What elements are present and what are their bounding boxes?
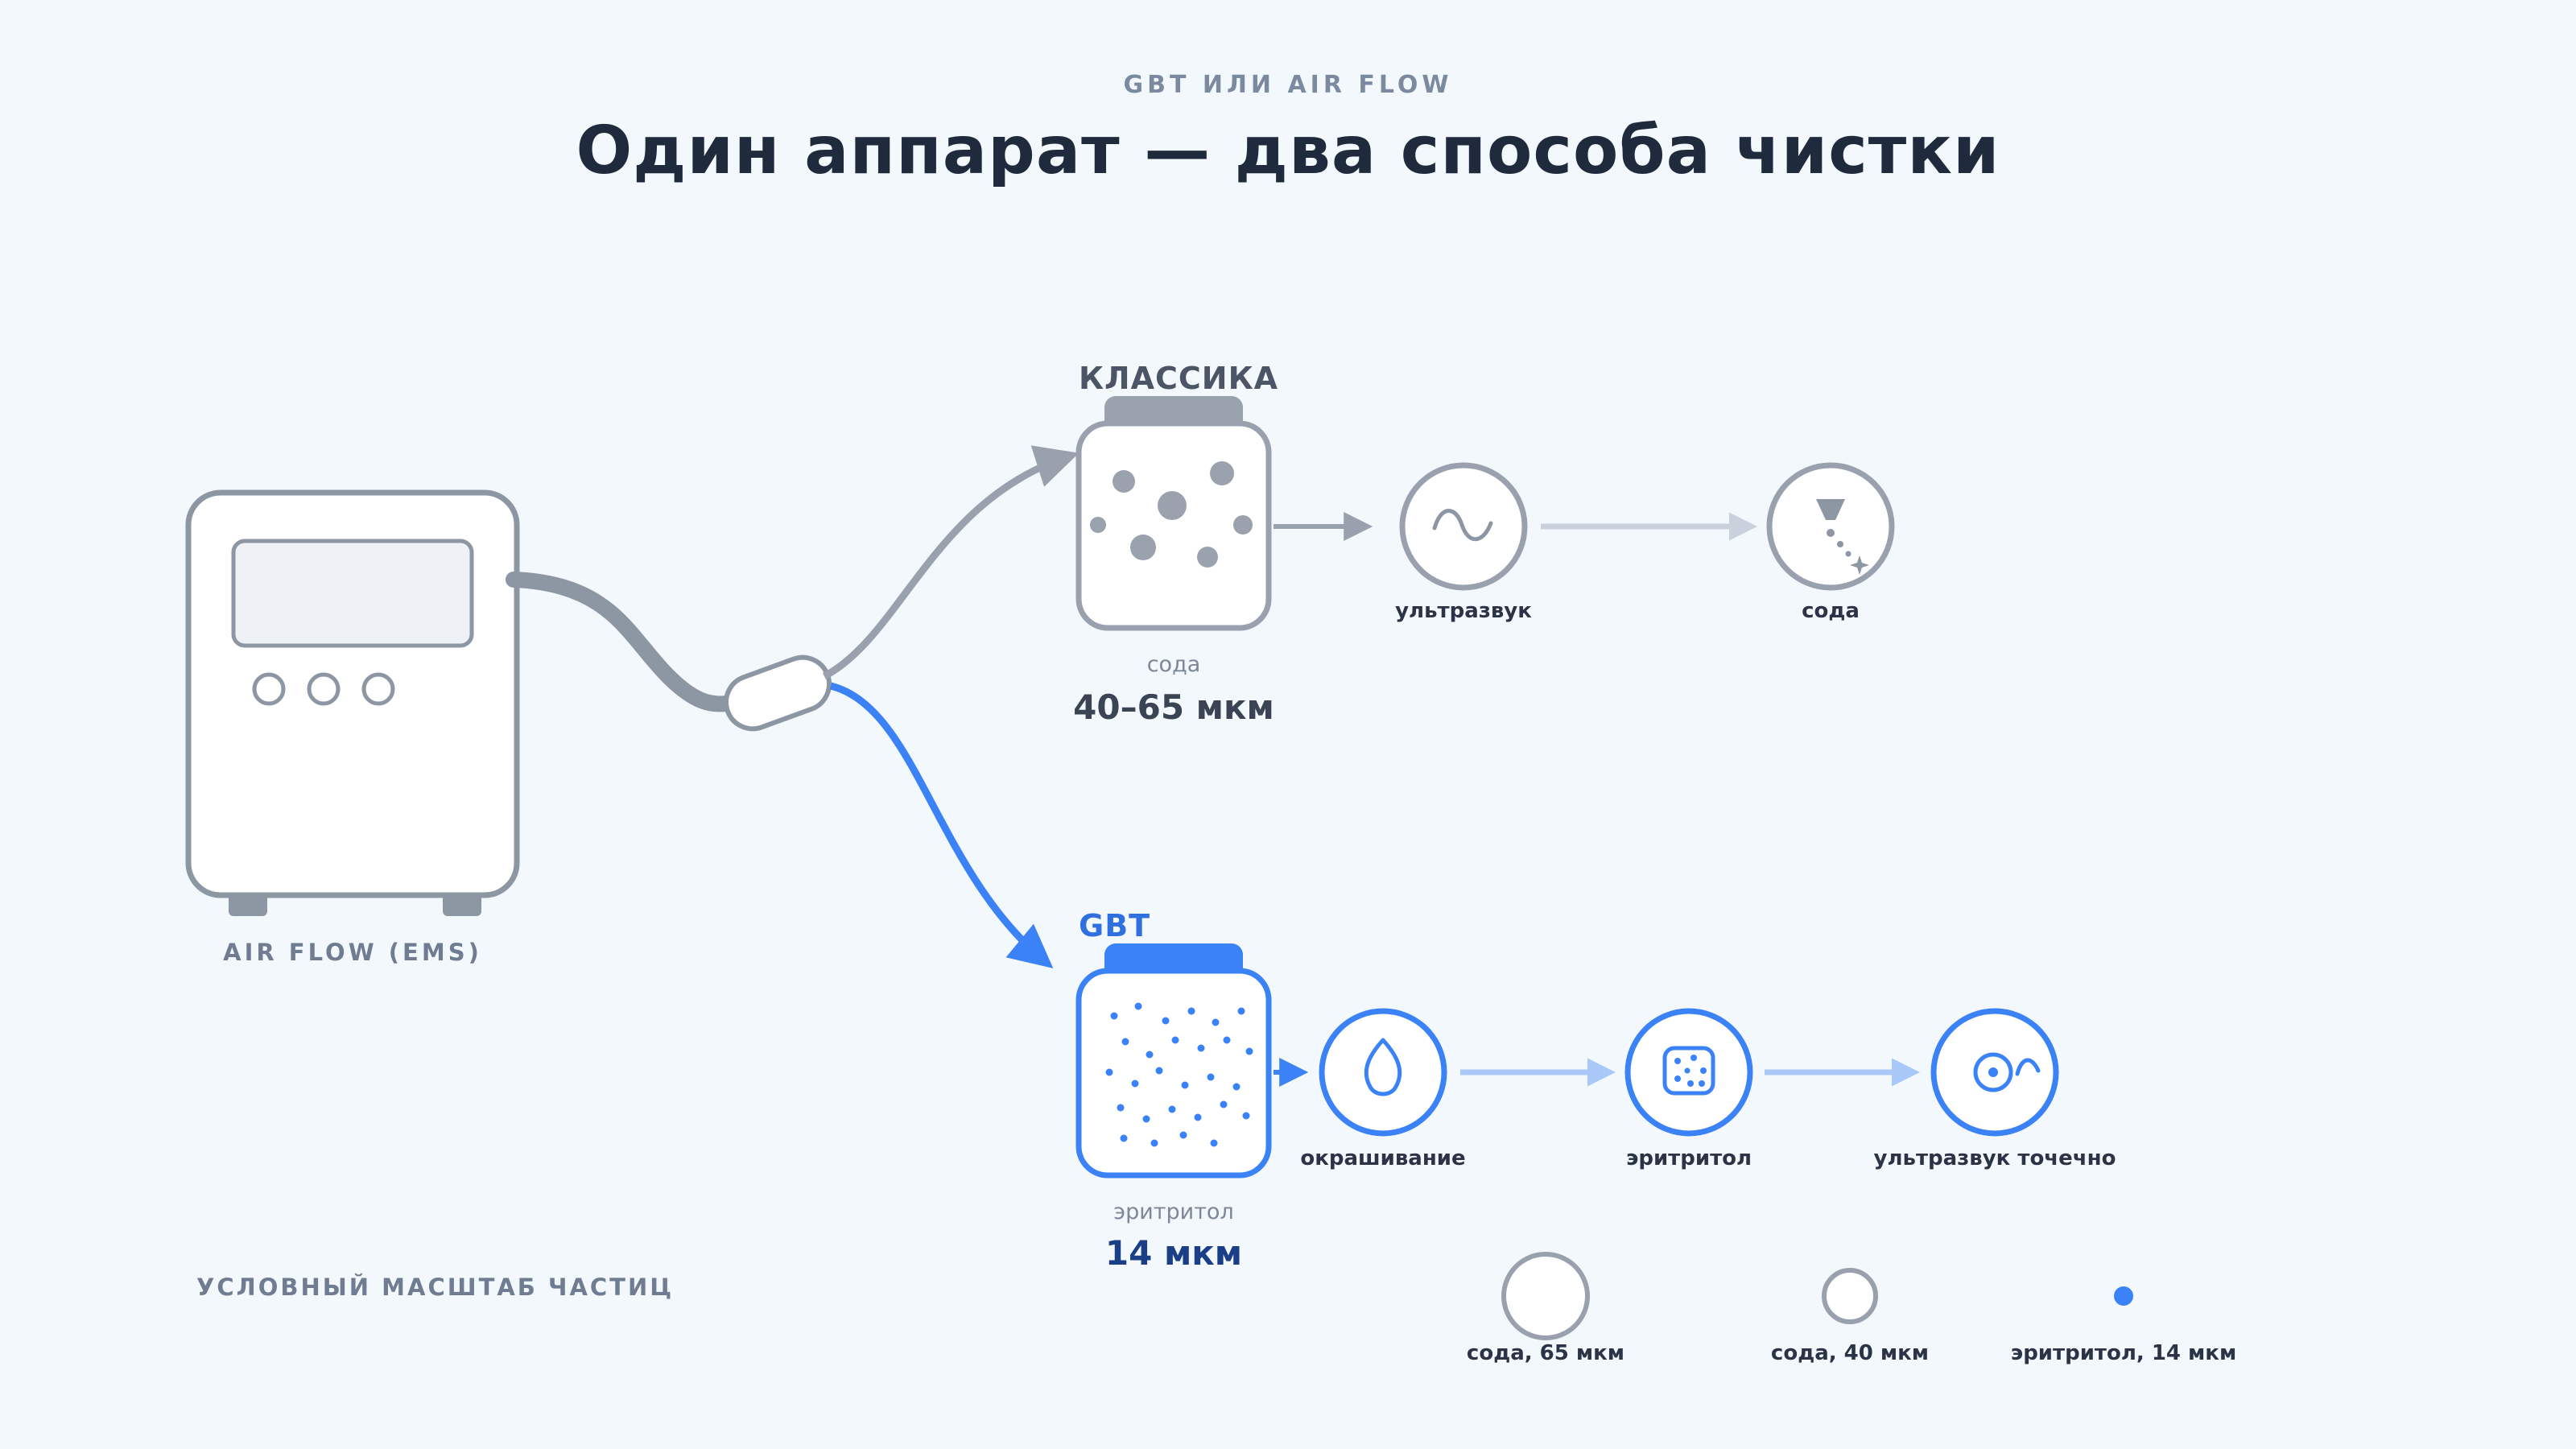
classic-particle-size: 40–65 мкм	[1073, 687, 1274, 727]
device-knob-2	[307, 672, 341, 706]
device-knob-1	[252, 672, 286, 706]
classic-step-2-label: сода	[1802, 599, 1860, 623]
gbt-step-1-label: окрашивание	[1300, 1146, 1466, 1170]
classic-step-ultrasound	[1399, 462, 1528, 591]
gbt-particle-size: 14 мкм	[1104, 1233, 1243, 1273]
drop-icon	[1364, 1038, 1402, 1096]
classic-branch-arrow	[822, 445, 1080, 679]
classic-title: КЛАССИКА	[1079, 361, 1279, 396]
airflow-device	[185, 489, 520, 916]
gbt-jar	[1075, 943, 1272, 1179]
gbt-step-ultrasound-precise	[1930, 1008, 2059, 1137]
scale-circle-soda-40	[1822, 1268, 1878, 1324]
scale-label-soda-40: сода, 40 мкм	[1770, 1341, 1930, 1365]
gbt-jar-body	[1075, 968, 1272, 1179]
gbt-title: GBT	[1079, 908, 1151, 943]
classic-step-soda	[1766, 462, 1895, 591]
scale-label-erythritol-14: эритритол, 14 мкм	[2010, 1341, 2237, 1365]
device-label: AIR FLOW (EMS)	[223, 939, 482, 966]
classic-jar	[1075, 396, 1272, 631]
gbt-step-3-label: ультразвук точечно	[1873, 1146, 2116, 1170]
scale-heading: УСЛОВНЫЙ МАСШТАБ ЧАСТИЦ	[196, 1274, 675, 1301]
particles-icon	[1662, 1046, 1715, 1096]
page-title: Один аппарат — два способа чистки	[576, 113, 2000, 189]
classic-step-1-label: ультразвук	[1395, 599, 1532, 623]
gbt-powder-label: эритритол	[1113, 1199, 1234, 1224]
classic-particles	[1090, 461, 1253, 568]
soda-spray-icon	[1816, 499, 1869, 575]
gbt-step-staining	[1319, 1008, 1447, 1137]
scale-label-soda-65: сода, 65 мкм	[1466, 1341, 1625, 1365]
precise-ultrasound-icon	[1973, 1052, 2041, 1092]
classic-powder-label: сода	[1146, 652, 1201, 677]
gbt-particles	[1105, 1002, 1253, 1147]
gbt-step-erythritol	[1624, 1008, 1753, 1137]
device-screen	[231, 539, 474, 648]
eyebrow: GBT ИЛИ AIR FLOW	[1123, 71, 1453, 99]
scale-circle-erythritol-14	[2114, 1286, 2133, 1306]
gbt-step-2-label: эритритол	[1625, 1146, 1752, 1170]
handpiece	[723, 654, 832, 732]
scale-circle-soda-65	[1501, 1252, 1590, 1340]
gbt-branch-arrow	[829, 682, 1054, 968]
device-knob-3	[361, 672, 395, 706]
ultrasound-wave-icon	[1432, 509, 1493, 542]
device-hose	[506, 572, 749, 712]
